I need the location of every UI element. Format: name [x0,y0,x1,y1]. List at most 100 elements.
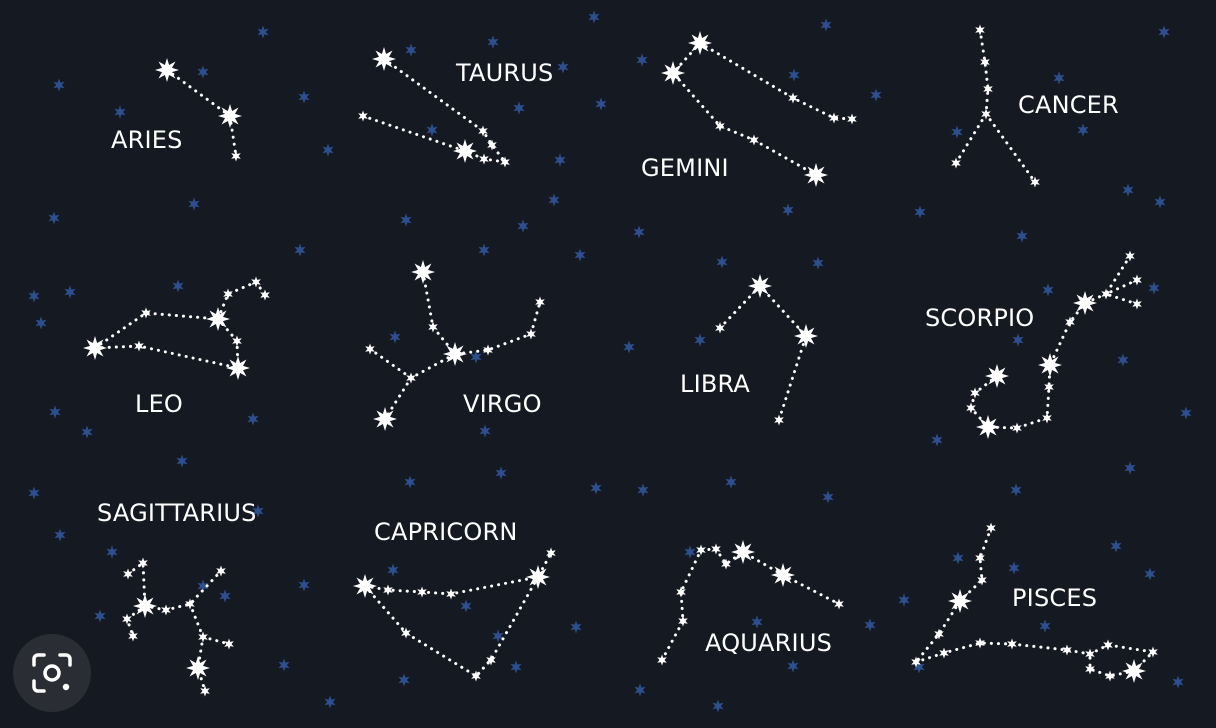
constellation-star [372,47,396,71]
constellation-layer [83,24,1158,697]
constellation-star [353,574,377,598]
constellation-star [224,638,234,650]
constellation-star [226,356,250,380]
background-star [492,629,504,643]
constellation-line [421,270,542,356]
constellation-star [983,83,993,95]
background-star [1010,483,1022,497]
constellation-sagittarius [122,557,234,697]
constellation-star [479,153,489,165]
constellation-star [471,670,481,682]
constellation-star [688,31,712,55]
background-star [513,101,525,115]
constellation-star [975,552,985,564]
background-star [1117,353,1129,367]
background-star [389,330,401,344]
label-cancer: CANCER [1018,91,1119,119]
background-star [404,475,416,489]
background-star [35,316,47,330]
constellation-line [698,41,854,121]
constellation-star [383,584,393,596]
background-star [48,211,60,225]
background-star [1008,561,1020,575]
constellation-cancer [951,24,1040,188]
background-star [114,105,126,119]
background-star [623,340,635,354]
constellation-star [1085,648,1095,660]
constellation-star [966,402,976,414]
constellation-aquarius [657,540,844,666]
constellation-star [200,685,210,697]
constellation-star [123,568,133,580]
constellation-star [711,543,721,555]
background-star [460,599,472,613]
constellation-star [934,628,944,640]
constellation-star [1103,639,1113,651]
background-star [188,197,200,211]
label-virgo: VIRGO [463,390,542,418]
constellation-star [1012,422,1022,434]
constellation-star [406,372,416,384]
constellation-star [401,627,411,639]
constellation-star [185,598,195,610]
constellation-star [483,344,493,356]
constellation-star [231,150,241,162]
background-star [517,219,529,233]
constellation-line [93,344,240,370]
background-star [398,673,410,687]
background-star [324,695,336,709]
constellation-star [453,139,477,163]
background-star [548,193,560,207]
background-star [694,333,706,347]
constellation-star [696,544,706,556]
constellation-line [143,569,223,612]
constellation-star [161,604,171,616]
background-star [751,615,763,629]
constellation-star [847,113,857,125]
label-capricorn: CAPRICORN [374,518,518,546]
background-star [219,589,231,603]
background-star [106,545,118,559]
background-star [49,405,61,419]
constellation-star [487,139,497,151]
constellation-star [1132,298,1142,310]
background-star [298,578,310,592]
constellation-star [122,613,132,625]
label-pisces: PISCES [1012,584,1098,612]
lens-button[interactable] [13,634,91,712]
constellation-star [715,322,725,334]
constellation-star [138,557,148,569]
constellation-star [975,24,985,36]
background-star [495,466,507,480]
background-star [557,60,569,74]
constellation-star [443,342,467,366]
background-star [634,683,646,697]
background-star [913,660,925,674]
constellation-star [134,340,144,352]
label-aries: ARIES [111,126,183,154]
background-star [637,483,649,497]
camera-lens-icon [32,653,72,693]
constellation-star [970,387,980,399]
constellation-star [985,364,1009,388]
label-scorpio: SCORPIO [925,304,1035,332]
background-star [405,43,417,57]
constellation-line [216,317,240,370]
constellation-star [749,134,759,146]
constellation-star [486,654,496,666]
label-aquarius: AQUARIUS [705,629,833,657]
background-star [1110,539,1122,553]
constellation-star [951,157,961,169]
constellation-star [788,92,798,104]
constellation-star [1085,663,1095,675]
background-star [636,53,648,67]
background-star [782,203,794,217]
constellation-star [676,586,686,598]
background-star [1144,567,1156,581]
label-sagittarius: SAGITTARIUS [97,499,257,527]
background-star [822,490,834,504]
constellation-star [526,328,536,340]
background-star [400,213,412,227]
constellation-star [417,586,427,598]
constellation-line [954,28,990,165]
